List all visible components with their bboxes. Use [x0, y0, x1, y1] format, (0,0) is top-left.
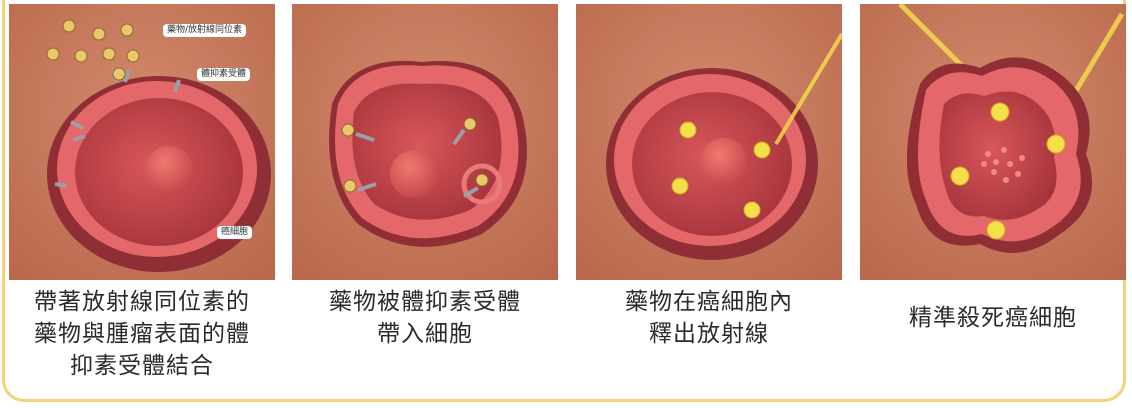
caption-internalization: 藥物被體抑素受體 帶入細胞 [292, 286, 558, 350]
label-drug: 藥物/放射線同位素 [163, 24, 246, 37]
caption-cell-death: 精準殺死癌細胞 [860, 302, 1126, 334]
nucleus [700, 138, 748, 186]
panel-cell-death [860, 4, 1126, 280]
panel-radiation-release [576, 4, 842, 280]
label-receptor: 體抑素受體 [197, 68, 250, 81]
panel-cell-death-illustration [860, 4, 1126, 280]
label-cancer-cell: 癌細胞 [217, 226, 252, 239]
nucleus [390, 150, 438, 198]
panel-internalization [292, 4, 558, 280]
nucleus [145, 146, 193, 194]
panel-binding: 藥物/放射線同位素 體抑素受體 癌細胞 [9, 4, 275, 280]
panel-internalization-illustration [292, 4, 558, 280]
caption-radiation-release: 藥物在癌細胞內 釋出放射線 [576, 286, 842, 350]
caption-binding: 帶著放射線同位素的 藥物與腫瘤表面的體 抑素受體結合 [9, 286, 275, 382]
panel-radiation-release-illustration [576, 4, 842, 280]
